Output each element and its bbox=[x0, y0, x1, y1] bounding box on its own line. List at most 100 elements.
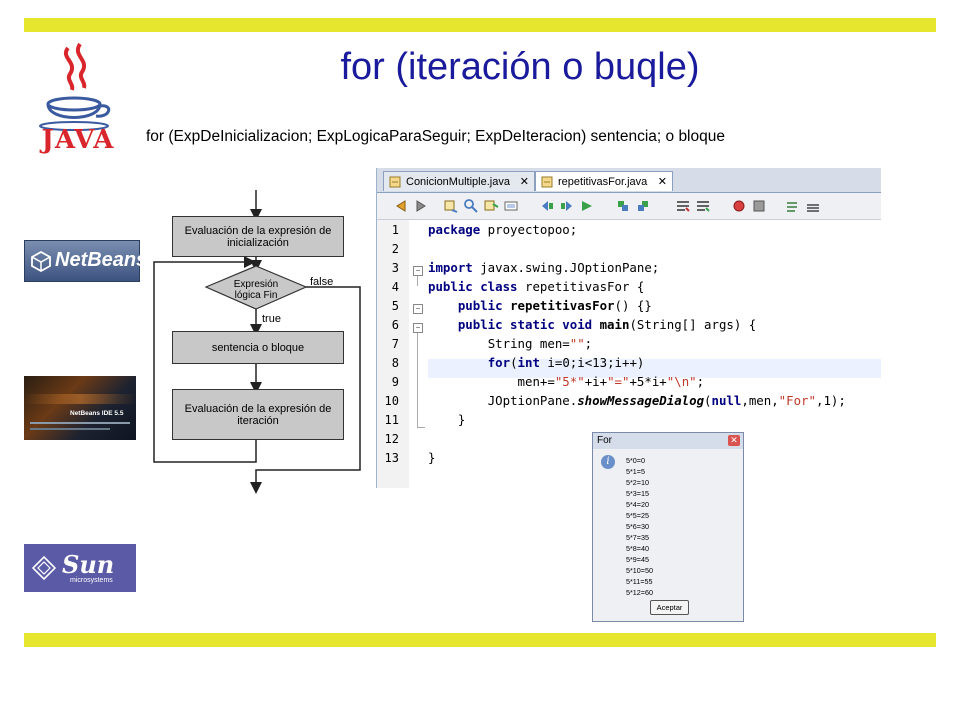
check-java-icon[interactable] bbox=[785, 198, 801, 214]
dialog-line: 5*9=45 bbox=[626, 555, 649, 564]
dialog-line: 5*3=15 bbox=[626, 489, 649, 498]
fold-toggle-icon[interactable]: − bbox=[413, 304, 423, 314]
tab-close-icon[interactable]: ✕ bbox=[657, 176, 667, 188]
start-macro-icon[interactable] bbox=[731, 198, 747, 214]
close-icon[interactable]: ✕ bbox=[728, 435, 740, 446]
tab-label: ConicionMultiple.java bbox=[406, 176, 510, 188]
java-file-icon bbox=[389, 176, 401, 188]
slide-title: for (iteración o buqle) bbox=[340, 46, 700, 88]
current-line-highlight bbox=[428, 359, 881, 378]
shift-left-icon[interactable] bbox=[615, 198, 631, 214]
line-number: 8 bbox=[391, 356, 399, 370]
sun-logo-subtext: microsystems bbox=[70, 577, 113, 584]
search-icon[interactable] bbox=[463, 198, 479, 214]
shift-right-icon[interactable] bbox=[635, 198, 651, 214]
code-line: } bbox=[457, 412, 466, 427]
dialog-line: 5*1=5 bbox=[626, 467, 645, 476]
line-number: 4 bbox=[391, 280, 399, 294]
line-number: 6 bbox=[391, 318, 399, 332]
code-line: men+="5*"+i+"="+5*i+"\n"; bbox=[517, 374, 705, 389]
code-line: for(int i=0;i<13;i++) bbox=[487, 355, 645, 370]
code-fold-gutter bbox=[409, 220, 427, 488]
code-line: public repetitivasFor() {} bbox=[457, 298, 652, 313]
validate-icon[interactable] bbox=[805, 198, 821, 214]
line-number: 5 bbox=[391, 299, 399, 313]
comment-icon[interactable] bbox=[675, 198, 691, 214]
dialog-line: 5*7=35 bbox=[626, 533, 649, 542]
flow-condition-label: Expresión lógica Fin bbox=[233, 279, 279, 301]
dialog-line: 5*6=30 bbox=[626, 522, 649, 531]
fold-line bbox=[417, 427, 425, 428]
dialog-line: 5*10=50 bbox=[626, 566, 653, 575]
code-line: package proyectopoo; bbox=[428, 222, 578, 237]
fold-toggle-icon[interactable]: − bbox=[413, 266, 423, 276]
tab-close-icon[interactable]: ✕ bbox=[519, 176, 529, 188]
tab-label: repetitivasFor.java bbox=[558, 176, 648, 188]
message-dialog: For ✕ i 5*0=0 5*1=5 5*2=10 5*3=15 5*4=20… bbox=[592, 432, 744, 622]
sun-diamond-icon bbox=[32, 556, 56, 580]
dialog-line: 5*11=55 bbox=[626, 577, 653, 586]
dialog-title: For bbox=[597, 435, 612, 446]
stop-macro-icon[interactable] bbox=[751, 198, 767, 214]
line-number-gutter: 1 2 3 4 5 6 7 8 9 10 11 12 13 bbox=[377, 220, 410, 488]
tab-repetitivas-for[interactable]: repetitivasFor.java ✕ bbox=[535, 171, 673, 191]
ide-editor-window: ConicionMultiple.java ✕ repetitivasFor.j… bbox=[376, 168, 881, 488]
dialog-line: 5*8=40 bbox=[626, 544, 649, 553]
back-arrow-icon[interactable] bbox=[393, 198, 409, 214]
line-number: 3 bbox=[391, 261, 399, 275]
line-number: 2 bbox=[391, 242, 399, 256]
fold-line bbox=[417, 333, 418, 427]
line-number: 10 bbox=[384, 394, 399, 408]
tab-conicion-multiple[interactable]: ConicionMultiple.java ✕ bbox=[383, 171, 535, 191]
editor-toolbar bbox=[377, 193, 881, 220]
toggle-bookmark-icon[interactable] bbox=[579, 198, 595, 214]
dialog-line: 5*2=10 bbox=[626, 478, 649, 487]
flow-true-label: true bbox=[262, 313, 281, 325]
accept-button[interactable]: Aceptar bbox=[650, 600, 689, 615]
dialog-line: 5*5=25 bbox=[626, 511, 649, 520]
java-logo: JAVA bbox=[30, 40, 120, 155]
line-number: 1 bbox=[391, 223, 399, 237]
code-line: import javax.swing.JOptionPane; bbox=[428, 260, 660, 275]
java-file-icon bbox=[541, 176, 553, 188]
info-icon: i bbox=[601, 455, 615, 469]
find-next-icon[interactable] bbox=[483, 198, 499, 214]
netbeans-cube-icon bbox=[31, 250, 51, 272]
editor-tab-bar: ConicionMultiple.java ✕ repetitivasFor.j… bbox=[377, 168, 881, 193]
splash-line bbox=[30, 428, 110, 430]
sun-logo-text: Sun bbox=[62, 550, 115, 579]
splash-line bbox=[30, 422, 130, 424]
uncomment-icon[interactable] bbox=[695, 198, 711, 214]
code-line: String men=""; bbox=[487, 336, 593, 351]
for-syntax-text: for (ExpDeInicializacion; ExpLogicaParaS… bbox=[146, 128, 725, 145]
flow-false-label: false bbox=[310, 276, 334, 288]
toggle-highlight-icon[interactable] bbox=[503, 198, 519, 214]
sun-logo: Sun microsystems bbox=[24, 544, 136, 592]
code-line: public static void main(String[] args) { bbox=[457, 317, 757, 332]
line-number: 12 bbox=[384, 432, 399, 446]
flow-iter-box: Evaluación de la expresión de iteración bbox=[172, 389, 344, 440]
forward-arrow-icon[interactable] bbox=[413, 198, 429, 214]
flow-init-box: Evaluación de la expresión de inicializa… bbox=[172, 216, 344, 257]
previous-bookmark-icon[interactable] bbox=[539, 198, 555, 214]
netbeans-ide-text: NetBeans IDE 5.5 bbox=[70, 410, 124, 417]
line-number: 7 bbox=[391, 337, 399, 351]
dialog-titlebar: For ✕ bbox=[593, 433, 743, 449]
code-line: } bbox=[428, 450, 436, 465]
fold-line bbox=[417, 276, 418, 286]
netbeans-ide-splash: NetBeans IDE 5.5 bbox=[24, 376, 136, 440]
code-line: public class repetitivasFor { bbox=[428, 279, 645, 294]
top-band bbox=[24, 18, 936, 32]
java-cup-icon bbox=[39, 42, 111, 131]
line-number: 13 bbox=[384, 451, 399, 465]
bottom-band bbox=[24, 633, 936, 647]
dialog-line: 5*0=0 bbox=[626, 456, 645, 465]
netbeans-logo: NetBeans bbox=[24, 240, 147, 282]
java-logo-text: JAVA bbox=[41, 125, 115, 155]
fold-toggle-icon[interactable]: − bbox=[413, 323, 423, 333]
line-number: 9 bbox=[391, 375, 399, 389]
line-number: 11 bbox=[384, 413, 399, 427]
find-previous-icon[interactable] bbox=[443, 198, 459, 214]
next-bookmark-icon[interactable] bbox=[559, 198, 575, 214]
flow-body-box: sentencia o bloque bbox=[172, 331, 344, 364]
